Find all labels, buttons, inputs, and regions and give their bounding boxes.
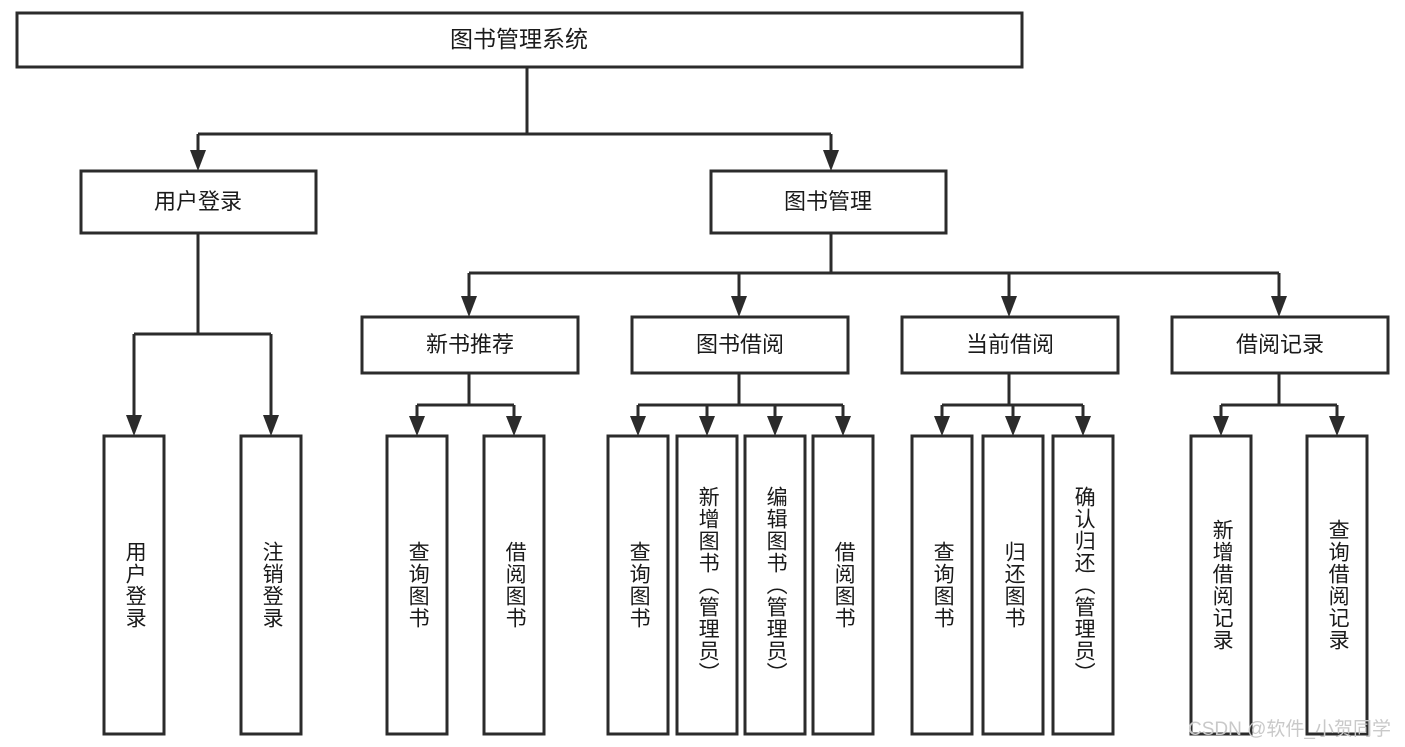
node-user-login[interactable] [79, 169, 318, 235]
arrow-head-leaf-user-logout [263, 415, 279, 436]
node-leaf-borrow-book[interactable] [811, 434, 875, 736]
arrow-head-leaf-query-book-current [934, 416, 950, 436]
node-user-login-label: 用户登录 [154, 189, 242, 214]
node-leaf-query-book-borrow[interactable] [606, 434, 670, 736]
node-new-book-recommend-label: 新书推荐 [426, 332, 514, 357]
node-leaf-query-book-current[interactable] [910, 434, 974, 736]
node-leaf-query-book-recommend[interactable] [385, 434, 449, 736]
node-leaf-add-borrow-record[interactable] [1189, 434, 1253, 736]
node-leaf-borrow-book-recommend[interactable] [482, 434, 546, 736]
arrow-head-leaf-query-borrow-record [1329, 416, 1345, 436]
node-new-book-recommend[interactable] [360, 315, 580, 375]
arrow-head-leaf-return-book [1005, 416, 1021, 436]
node-leaf-query-borrow-record[interactable] [1305, 434, 1369, 736]
node-borrow-record-label: 借阅记录 [1236, 332, 1324, 357]
arrow-head-leaf-borrow-book [835, 416, 851, 436]
arrow-head-leaf-edit-book-admin [767, 416, 783, 436]
node-leaf-return-book[interactable] [981, 434, 1045, 736]
arrow-head-leaf-borrow-book-recommend [506, 416, 522, 436]
arrow-head-leaf-user-login [126, 415, 142, 436]
node-book-management-label: 图书管理 [784, 189, 872, 214]
node-leaf-confirm-return-admin[interactable] [1051, 434, 1115, 736]
node-root-label: 图书管理系统 [450, 26, 588, 52]
arrow-head-user-login [190, 150, 206, 171]
node-leaf-user-login[interactable] [102, 434, 166, 736]
arrow-head-book-borrow [731, 296, 747, 317]
node-borrow-record[interactable] [1170, 315, 1390, 375]
arrow-head-leaf-add-borrow-record [1213, 416, 1229, 436]
node-leaf-user-logout[interactable] [239, 434, 303, 736]
node-book-management[interactable] [709, 169, 948, 235]
node-leaf-add-book-admin[interactable] [675, 434, 739, 736]
node-book-borrow-label: 图书借阅 [696, 332, 784, 357]
node-book-borrow[interactable] [630, 315, 850, 375]
arrow-head-leaf-query-book-borrow [630, 416, 646, 436]
node-current-borrow[interactable] [900, 315, 1120, 375]
arrow-head-leaf-add-book-admin [699, 416, 715, 436]
arrow-head-new-book-recommend [461, 296, 477, 317]
arrow-head-leaf-confirm-return-admin [1075, 416, 1091, 436]
arrow-head-borrow-record [1271, 296, 1287, 317]
node-layer: 图书管理系统 用户登录 图书管理 新书推荐 图书借阅 当前借阅 借阅记录 [15, 11, 1390, 736]
arrow-head-leaf-query-book-recommend [409, 416, 425, 436]
node-current-borrow-label: 当前借阅 [966, 332, 1054, 357]
arrow-head-current-borrow [1001, 296, 1017, 317]
connector-layer [126, 67, 1345, 436]
node-root[interactable] [15, 11, 1024, 69]
arrow-head-book-management [823, 150, 839, 171]
node-leaf-edit-book-admin[interactable] [743, 434, 807, 736]
